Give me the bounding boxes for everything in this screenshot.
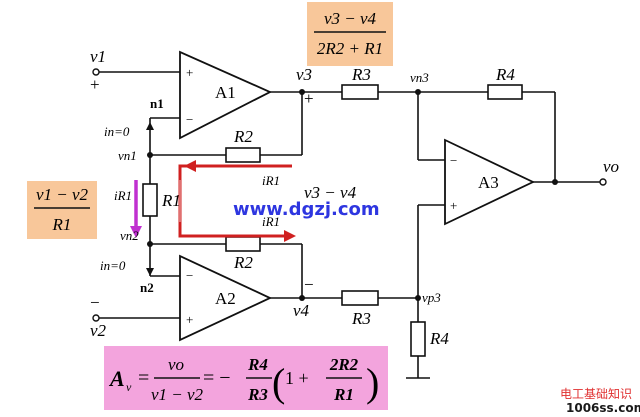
label-r3-bottom: R3	[351, 309, 371, 328]
label-v2-minus: −	[90, 293, 100, 312]
gain-frac1-den: v1 − v2	[151, 385, 204, 404]
label-v4-minus: −	[304, 275, 314, 294]
gain-paren-close: )	[366, 360, 379, 405]
wires	[96, 71, 600, 379]
label-v3-plus: +	[304, 89, 314, 108]
formula-top-num: v3 − v4	[324, 9, 377, 28]
watermark-url: www.dgzj.com	[233, 199, 380, 220]
label-ir1: iR1	[114, 188, 132, 203]
gain-one-plus: 1 +	[285, 368, 309, 388]
label-v4: v4	[293, 301, 310, 320]
label-r2-top: R2	[233, 127, 253, 146]
label-vo: vo	[603, 157, 619, 176]
gain-eq1: =	[138, 367, 149, 389]
gain-paren-open: (	[272, 360, 285, 405]
terminal-labels: v1 + − v2 v3 + − v4 vo vn3 vp3 n1 n2 in=…	[90, 47, 619, 348]
label-n1: n1	[150, 96, 164, 111]
opamp-a1: + − A1	[179, 50, 273, 140]
label-v1: v1	[90, 47, 106, 66]
label-in-top: in=0	[104, 124, 130, 139]
label-in-bot: in=0	[100, 258, 126, 273]
opamp-a2: − + A2	[179, 254, 273, 342]
label-r3-top: R3	[351, 65, 371, 84]
label-ir1-bottom: iR1	[262, 214, 280, 229]
formula-left-num: v1 − v2	[36, 185, 89, 204]
formula-left: v1 − v2 R1	[27, 181, 97, 239]
label-r1: R1	[161, 191, 181, 210]
gain-lhs-a: A	[108, 366, 125, 391]
label-r2-bottom: R2	[233, 253, 253, 272]
resistor-r1	[142, 183, 158, 217]
site-watermark-url: 1006ss.com	[566, 401, 640, 415]
label-vn1: vn1	[118, 148, 137, 163]
opamp-a1-label: A1	[215, 83, 236, 102]
opamp-a3: − + A3	[444, 138, 536, 226]
opamp-a3-minus: −	[450, 153, 457, 168]
gain-frac3-den: R1	[333, 385, 354, 404]
label-r4-bottom: R4	[429, 329, 449, 348]
opamp-a2-label: A2	[215, 289, 236, 308]
label-r4-top: R4	[495, 65, 515, 84]
formula-left-den: R1	[52, 215, 72, 234]
resistor-r4-bottom	[410, 321, 426, 357]
label-v2: v2	[90, 321, 107, 340]
opamp-a2-plus: +	[186, 312, 193, 327]
label-v1-plus: +	[90, 75, 100, 94]
site-watermark-cn: 电工基础知识	[560, 387, 632, 401]
gain-eq2: = −	[203, 367, 231, 389]
label-n2: n2	[140, 280, 154, 295]
gain-formula: A v = vo v1 − v2 = − R4 R3 ( 1 + 2R2 R1 …	[104, 346, 388, 410]
resistor-r2-top	[225, 147, 261, 163]
resistor-r2-bottom	[225, 236, 261, 252]
gain-lhs-sub: v	[126, 380, 132, 394]
gain-frac3-num: 2R2	[329, 355, 359, 374]
in-zero-arrows	[146, 122, 154, 276]
current-path-arrow	[178, 160, 296, 242]
label-vp3: vp3	[422, 290, 441, 305]
current-ir1-arrow	[130, 180, 142, 238]
gain-frac2-den: R3	[247, 385, 268, 404]
resistor-r3-top	[341, 84, 379, 100]
label-ir1-top: iR1	[262, 173, 280, 188]
label-mid-text: v3 − v4	[304, 183, 357, 202]
label-vn2: vn2	[120, 228, 139, 243]
resistor-r3-bottom	[341, 290, 379, 306]
formula-top-den: 2R2 + R1	[317, 39, 383, 58]
formula-top: v3 − v4 2R2 + R1	[307, 2, 393, 66]
opamp-a3-label: A3	[478, 173, 499, 192]
opamp-a3-plus: +	[450, 198, 457, 213]
opamp-a2-minus: −	[186, 268, 193, 283]
nodes	[92, 68, 607, 322]
label-vn3: vn3	[410, 70, 429, 85]
opamp-a1-plus: +	[186, 65, 193, 80]
label-v3: v3	[296, 65, 312, 84]
opamp-a1-minus: −	[186, 112, 193, 127]
resistor-r4-top	[487, 84, 523, 100]
site-watermark: 电工基础知识 1006ss.com	[560, 387, 640, 415]
gain-frac1-num: vo	[168, 355, 184, 374]
gain-frac2-num: R4	[247, 355, 268, 374]
